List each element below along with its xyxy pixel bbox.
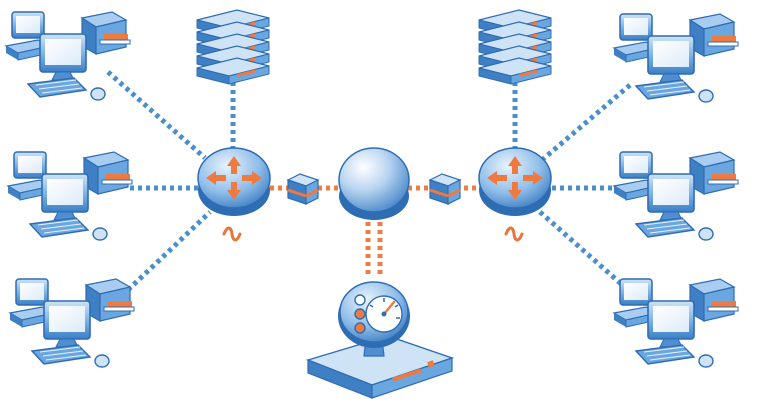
probe-right-icon [428,172,462,206]
link-ws-right-top [540,83,632,162]
link-ws-left-bottom [126,210,212,292]
router-right-icon [478,147,552,217]
router-left-icon [197,147,271,217]
server-right-icon [478,9,552,85]
workstation-left-middle-icon [7,151,133,241]
link-ws-left-top [106,70,207,160]
cable-right-icon [504,226,524,242]
network-core-icon [338,147,410,220]
workstation-right-middle-icon [613,151,739,241]
workstation-left-bottom-icon [9,278,135,368]
probe-left-icon [286,172,320,206]
workstation-right-top-icon [613,13,739,103]
workstation-right-bottom-icon [613,278,739,368]
link-ws-right-bottom [538,210,630,292]
workstation-left-top-icon [5,11,131,101]
links-layer [106,70,632,292]
monitor-appliance-icon [305,281,455,399]
server-left-icon [196,9,270,85]
cable-left-icon [222,226,242,242]
